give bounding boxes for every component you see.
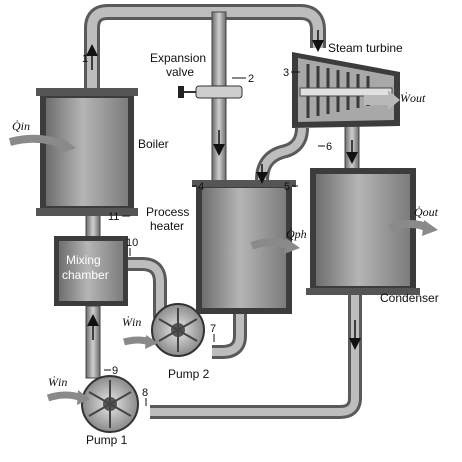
state-11: 11 [108, 211, 119, 223]
boiler [36, 88, 138, 216]
state-5: 5 [284, 181, 290, 193]
label-process-heater-1: Process [146, 205, 189, 219]
state-8: 8 [142, 387, 148, 399]
expansion-valve [178, 86, 242, 98]
label-q-in: Q̇in [12, 119, 30, 133]
state-1: 1 [82, 53, 88, 65]
state-3: 3 [283, 67, 289, 79]
label-mixing-chamber-1: Mixing [66, 253, 101, 267]
pump-2 [152, 304, 204, 356]
label-w-in-pump2: Ẇin [122, 314, 141, 329]
state-2: 2 [248, 73, 254, 85]
label-steam-turbine: Steam turbine [328, 41, 403, 55]
label-boiler: Boiler [138, 137, 169, 151]
label-process-heater-2: heater [150, 219, 184, 233]
label-mixing-chamber-2: chamber [62, 268, 109, 282]
label-pump-1: Pump 1 [86, 433, 128, 447]
condenser [306, 168, 420, 295]
state-6: 6 [326, 141, 332, 153]
state-7: 7 [210, 323, 216, 335]
state-4: 4 [198, 181, 204, 193]
label-expansion-valve-1: Expansion [150, 51, 206, 65]
label-q-out: Q̇out [414, 205, 439, 219]
state-10: 10 [126, 237, 138, 249]
steam-turbine [292, 52, 400, 128]
state-9: 9 [112, 365, 118, 377]
label-condenser: Condenser [380, 291, 439, 305]
process-heater [192, 180, 296, 314]
label-q-ph: Q̇ph [286, 227, 307, 241]
pump-1 [82, 376, 138, 432]
label-w-in-pump1: Ẇin [48, 374, 67, 389]
label-expansion-valve-2: valve [166, 65, 194, 79]
label-pump-2: Pump 2 [168, 367, 210, 381]
label-w-out: Ẇout [400, 90, 426, 105]
